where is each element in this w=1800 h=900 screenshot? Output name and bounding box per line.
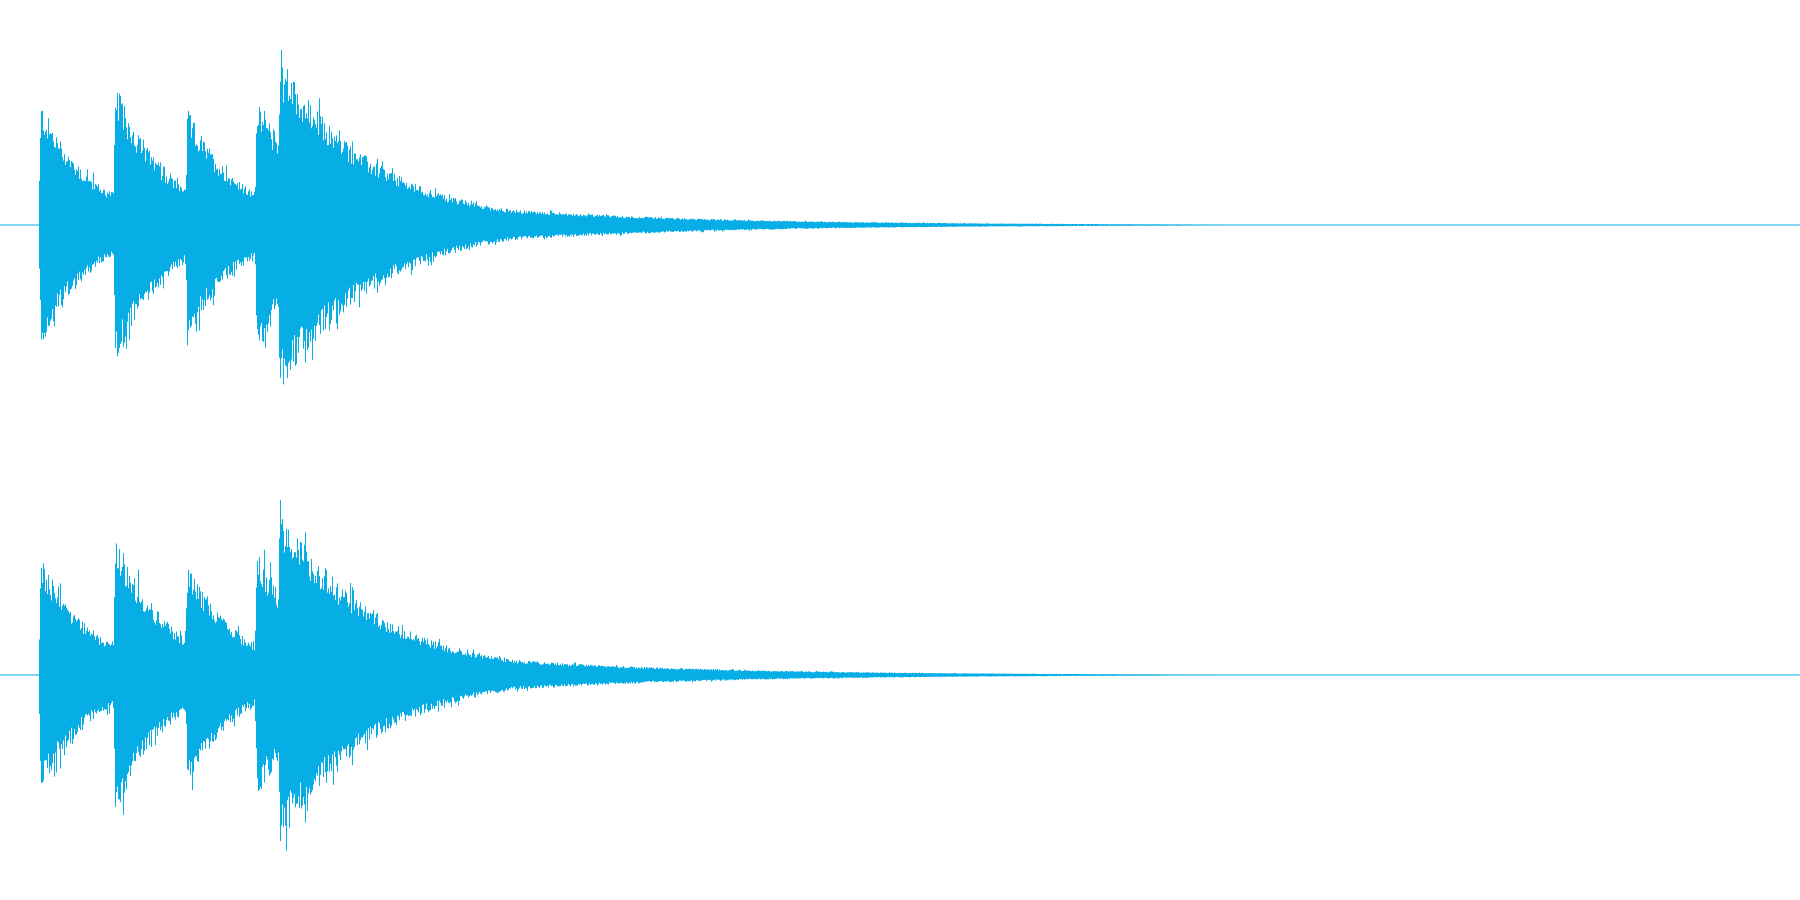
waveform-samples [39,499,1309,851]
waveform-samples [39,49,1314,385]
waveform-channel-1 [0,49,1800,385]
waveform-channel-2 [0,499,1800,851]
